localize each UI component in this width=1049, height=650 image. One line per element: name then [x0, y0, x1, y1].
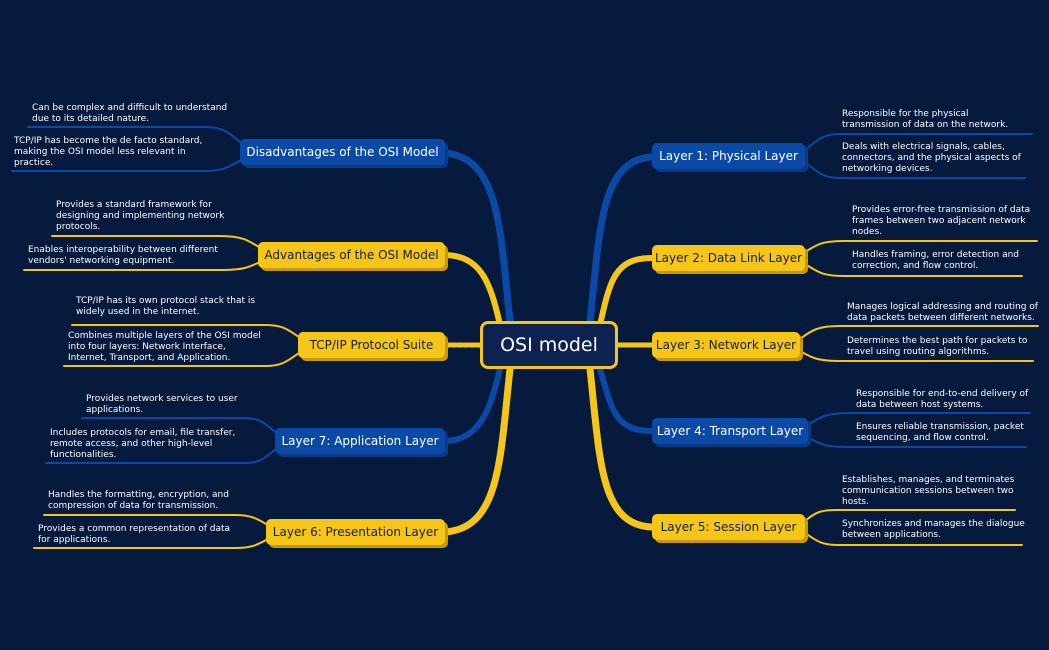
branch-layer-1: [586, 153, 656, 325]
topic-tcpip-suite[interactable]: TCP/IP Protocol Suite: [298, 332, 445, 358]
branch-disadvantages: [441, 149, 514, 325]
note-layer-3-b: Determines the best path for packets to …: [847, 336, 1028, 357]
topic-layer-7-application[interactable]: Layer 7: Application Layer: [275, 428, 445, 454]
topic-layer-1-physical[interactable]: Layer 1: Physical Layer: [652, 143, 805, 169]
branch-advantages: [442, 252, 503, 328]
note-layer-4-b: Ensures reliable transmission, packet se…: [856, 422, 1024, 443]
note-layer-2-a: Provides error-free transmission of data…: [852, 205, 1031, 237]
note-layer-4-a: Responsible for end-to-end delivery of d…: [856, 389, 1029, 410]
topic-layer-6-presentation[interactable]: Layer 6: Presentation Layer: [266, 519, 445, 545]
branch-layer-4: [597, 366, 655, 434]
note-disadvantages-a: Can be complex and difficult to understa…: [32, 103, 228, 124]
branch-layer-2: [597, 255, 655, 328]
topic-advantages[interactable]: Advantages of the OSI Model: [258, 242, 445, 268]
topic-layer-3-network[interactable]: Layer 3: Network Layer: [652, 332, 800, 358]
topic-layer-5-session[interactable]: Layer 5: Session Layer: [652, 514, 805, 540]
branch-layer-6: [441, 365, 514, 536]
note-layer-1-b: Deals with electrical signals, cables, c…: [842, 142, 1021, 174]
central-topic[interactable]: OSI model: [480, 321, 618, 369]
note-layer-7-a: Provides network services to user applic…: [86, 394, 238, 415]
branch-layer-5: [586, 365, 656, 531]
note-layer-6-b: Provides a common representation of data…: [38, 524, 231, 545]
branch-layer-7: [442, 366, 503, 444]
right-note-links: [799, 133, 1039, 546]
note-layer-7-b: Includes protocols for email, file trans…: [50, 428, 236, 460]
note-layer-5-a: Establishes, manages, and terminates com…: [842, 475, 1015, 507]
note-layer-1-a: Responsible for the physical transmissio…: [842, 109, 1009, 130]
topic-layer-4-transport[interactable]: Layer 4: Transport Layer: [652, 418, 808, 444]
note-advantages-b: Enables interoperability between differe…: [28, 245, 218, 266]
note-layer-5-b: Synchronizes and manages the dialogue be…: [842, 519, 1025, 540]
note-layer-3-a: Manages logical addressing and routing o…: [847, 302, 1038, 323]
topic-disadvantages[interactable]: Disadvantages of the OSI Model: [240, 139, 445, 165]
note-advantages-a: Provides a standard framework for design…: [56, 200, 225, 232]
note-tcpip-a: TCP/IP has its own protocol stack that i…: [76, 296, 256, 317]
note-layer-2-b: Handles framing, error detection and cor…: [852, 250, 1020, 271]
note-layer-6-a: Handles the formatting, encryption, and …: [48, 490, 229, 511]
note-tcpip-b: Combines multiple layers of the OSI mode…: [68, 331, 261, 363]
topic-layer-2-data-link[interactable]: Layer 2: Data Link Layer: [652, 245, 805, 271]
note-disadvantages-b: TCP/IP has become the de facto standard,…: [14, 136, 203, 168]
